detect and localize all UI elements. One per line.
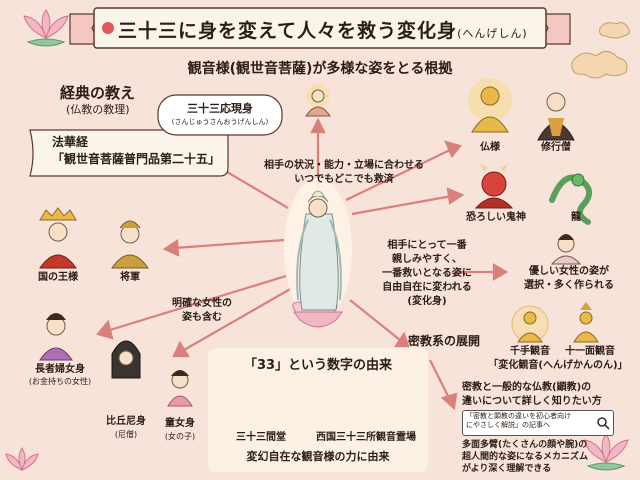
dragon-label: 龍 bbox=[571, 212, 581, 223]
cloud-icon bbox=[571, 51, 628, 79]
compare-text-2: 違いについて詳しく知りたい方 bbox=[462, 396, 602, 407]
monk-label: 修行僧 bbox=[541, 142, 571, 153]
bubble-reading: (さんじゅうさんおうげんしん) bbox=[171, 118, 269, 126]
nun-figure bbox=[111, 340, 141, 379]
page-subtitle: 観音様(観世音菩薩)が多様な姿をとる根拠 bbox=[187, 61, 453, 77]
sutra-heading: 経典の教え bbox=[60, 84, 136, 102]
center-right-text-5: (変化身) bbox=[407, 296, 447, 307]
center-top-text-2: いつでもどこでも救済 bbox=[294, 174, 394, 185]
article-link-line-2: にやさしく解説」の記事へ bbox=[466, 421, 550, 430]
arms-text-1: 多面多臂(たくさんの顔や腕)の bbox=[462, 440, 588, 450]
female-kannon-figure bbox=[550, 234, 582, 265]
center-right-text-4: 自由自在に変われる bbox=[382, 282, 472, 293]
compare-text-1: 密教と一般的な仏教(顕教)の bbox=[462, 382, 592, 393]
elder-woman-sublabel: (お金持ちの女性) bbox=[28, 377, 92, 386]
nun-label: 比丘尼身 bbox=[106, 416, 146, 427]
king-label: 国の王様 bbox=[38, 272, 78, 283]
nun-sublabel: (尼僧) bbox=[114, 430, 138, 439]
general-figure bbox=[111, 220, 149, 269]
title-text: 三十三に身を変えて人々を救う変化身 bbox=[118, 20, 458, 42]
elder-woman-figure bbox=[39, 313, 73, 361]
center-right-text-3: 一番救いとなる姿に bbox=[382, 268, 472, 279]
article-link-text[interactable]: 「密教と顕教の違いを初心者向け にやさしく解説」の記事へ bbox=[466, 412, 571, 430]
center-left-text-2: 姿も含む bbox=[182, 312, 222, 323]
general-label: 将軍 bbox=[120, 272, 140, 283]
title-reading: (へんげしん) bbox=[457, 27, 528, 40]
article-link-box[interactable] bbox=[462, 410, 614, 436]
origin-title: 「33」という数字の由来 bbox=[243, 358, 393, 373]
sutra-chapter: 「観世音菩薩普門品第二十五」 bbox=[52, 152, 221, 166]
buddha-label: 仏様 bbox=[480, 142, 500, 153]
pilgrimage-label: 西国三十三所観音霊場 bbox=[316, 432, 416, 443]
temple-label: 三十三間堂 bbox=[236, 432, 286, 443]
arms-text-3: がより深く理解できる bbox=[462, 464, 552, 474]
girl-label: 童女身 bbox=[165, 418, 195, 429]
demon-figure bbox=[474, 164, 514, 209]
esoteric-title: 密教系の展開 bbox=[408, 334, 481, 348]
dragon-figure bbox=[549, 173, 593, 225]
origin-summary: 変幻自在な観音様の力に由来 bbox=[246, 450, 390, 463]
arms-text-2: 超人間的な姿になるメカニズム bbox=[462, 452, 589, 462]
girl-figure bbox=[167, 370, 193, 407]
juichimen-label: 十一面観音 bbox=[565, 346, 615, 357]
sutra-heading-sub: (仏教の教理) bbox=[66, 103, 130, 116]
lotus-icon bbox=[5, 447, 39, 472]
cloud-icon bbox=[599, 22, 630, 39]
center-right-text-2: 親しみやすく、 bbox=[392, 254, 462, 265]
kannon-form-label: 「変化観音(へんげかんのん)」 bbox=[488, 360, 628, 371]
monk-figure bbox=[537, 92, 575, 141]
king-figure bbox=[39, 207, 77, 269]
kannon-figure bbox=[284, 178, 352, 328]
speech-bubble bbox=[157, 94, 283, 136]
center-left-text-1: 明確な女性の bbox=[172, 298, 232, 309]
page-title: 三十三に身を変えて人々を救う変化身(へんげしん) bbox=[118, 16, 538, 43]
female-text-2: 選択・多く作られる bbox=[524, 280, 614, 291]
female-text-1: 優しい女性の姿が bbox=[529, 266, 609, 277]
elder-woman-label: 長者婦女身 bbox=[35, 364, 85, 375]
senju-kannon-figure bbox=[511, 305, 549, 343]
origin-panel bbox=[208, 348, 428, 472]
senju-label: 千手観音 bbox=[510, 346, 550, 357]
bubble-title: 三十三応現身 bbox=[187, 102, 253, 115]
girl-sublabel: (女の子) bbox=[164, 432, 196, 441]
title-banner bbox=[69, 7, 571, 49]
buddha-figure bbox=[468, 78, 512, 133]
kannon-small-figure bbox=[305, 84, 331, 117]
search-icon[interactable] bbox=[596, 416, 610, 430]
article-link-line-1: 「密教と顕教の違いを初心者向け bbox=[466, 412, 571, 420]
demon-label: 恐ろしい鬼神 bbox=[466, 212, 526, 223]
lotus-icon bbox=[23, 9, 69, 47]
lotus-icon bbox=[583, 433, 629, 471]
center-top-text-1: 相手の状況・能力・立場に合わせる bbox=[264, 160, 424, 171]
center-right-text-1: 相手にとって一番 bbox=[387, 240, 467, 251]
juichimen-kannon-figure bbox=[573, 302, 599, 343]
sutra-name: 法華経 bbox=[52, 135, 89, 149]
